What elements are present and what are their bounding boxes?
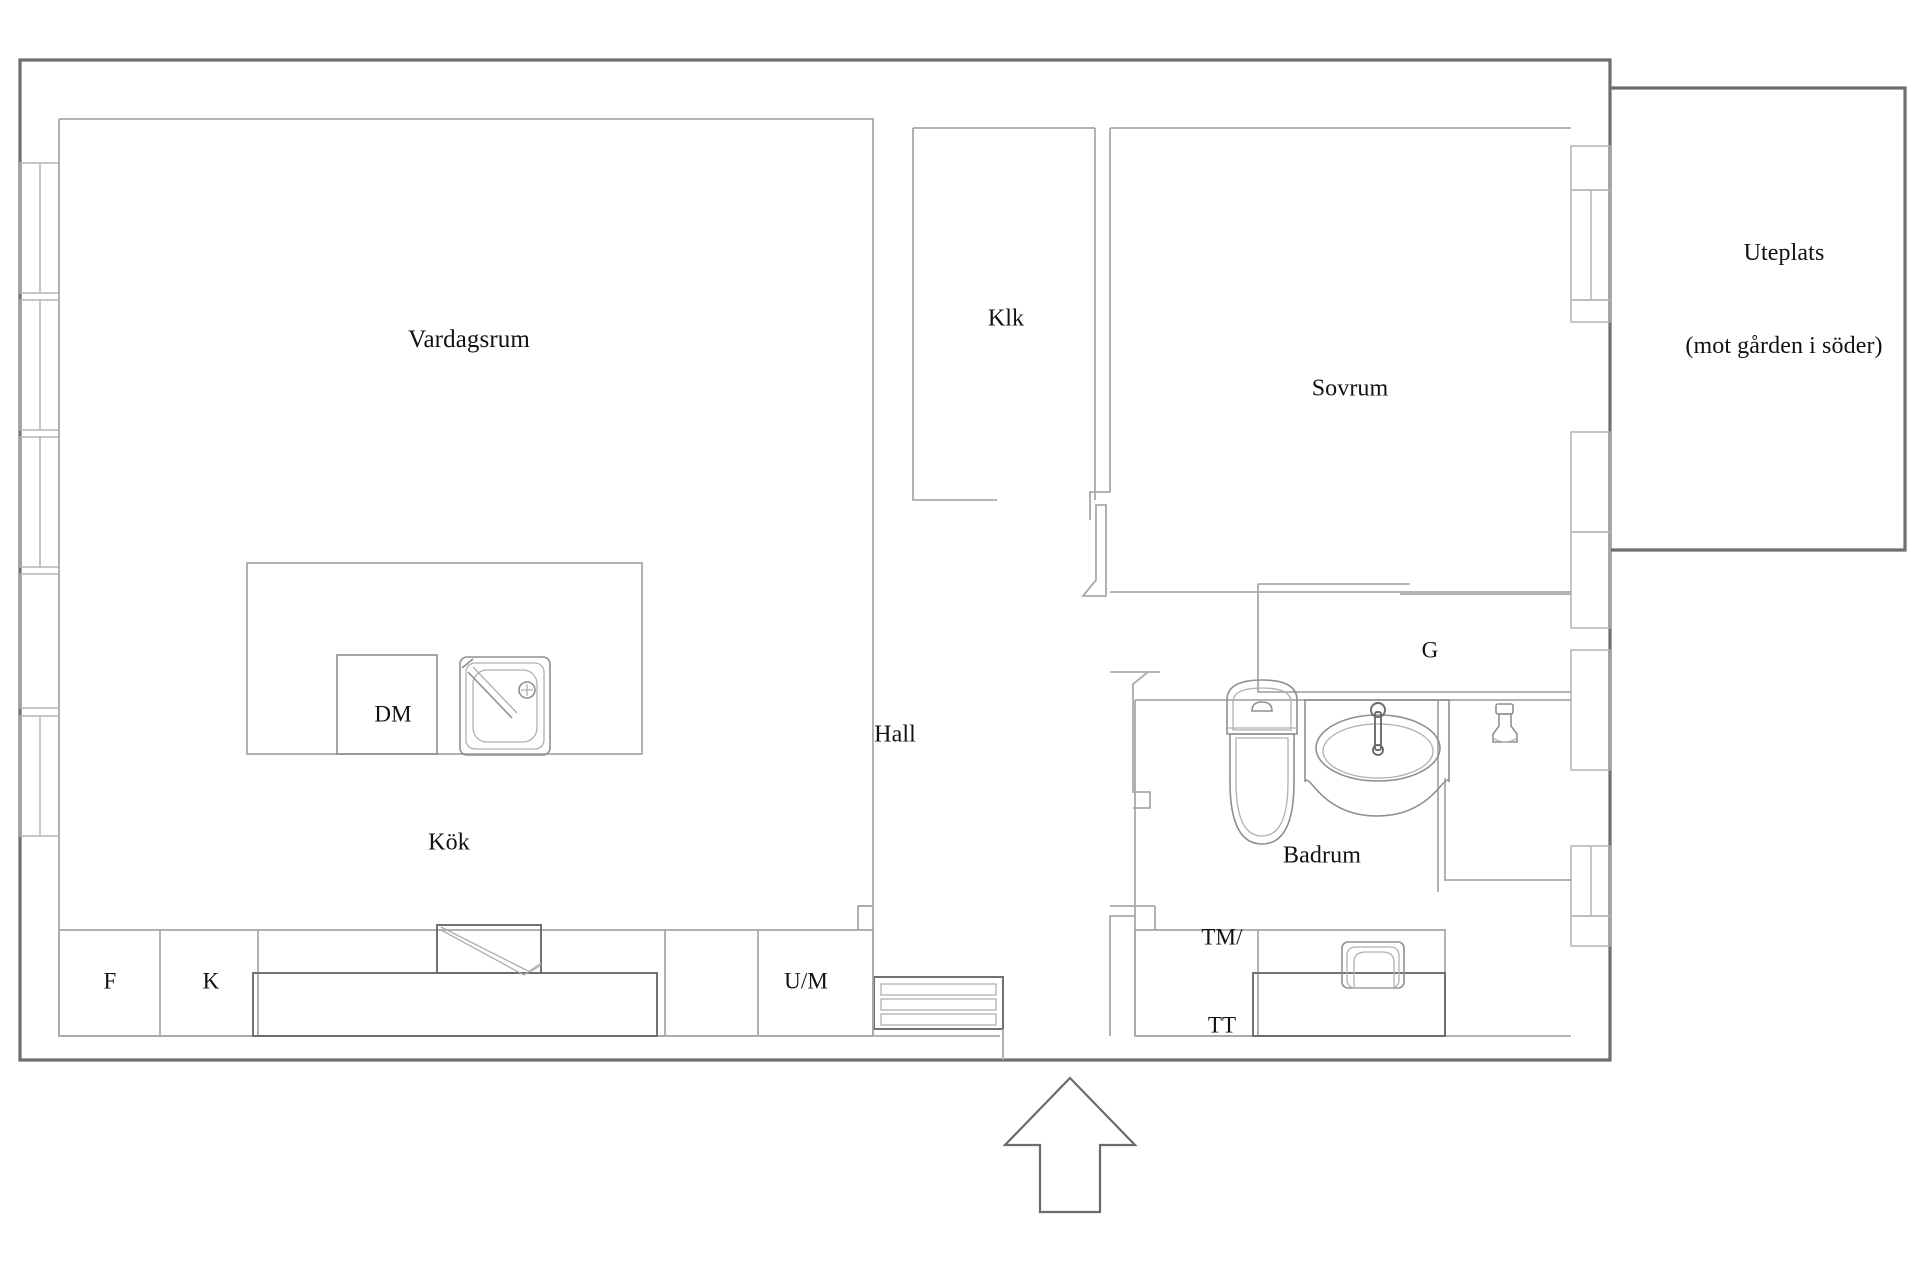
kitchen-island (246, 562, 643, 756)
appliance-label-f: F (103, 968, 117, 994)
room-label-badrum: Badrum (1283, 842, 1361, 869)
appliance-label-k: K (202, 968, 220, 994)
room-label-vardagsrum: Vardagsrum (408, 326, 530, 353)
shower-head-fixture (1492, 703, 1518, 743)
tm-tt-line-1: TM/ (1201, 924, 1243, 950)
laundry-basin-fixture (1341, 941, 1405, 989)
hall-wall-stubs (857, 905, 1135, 930)
window-group-left (19, 162, 60, 837)
tm-tt-line-2: TT (1207, 1012, 1237, 1038)
sink-fixture (459, 656, 551, 756)
bathroom-door-jamb (1132, 671, 1151, 809)
room-label-klk: Klk (987, 305, 1025, 332)
stove-fixture (436, 924, 542, 976)
appliance-label-dm: DM (374, 701, 412, 727)
uteplats-title: Uteplats (1743, 240, 1825, 267)
outdoor-label-uteplats: Uteplats (mot gården i söder) (1685, 177, 1882, 423)
appliance-label-g: G (1421, 637, 1439, 663)
washbasin-fixture (1304, 699, 1450, 817)
interior-walls (58, 118, 1571, 1037)
appliance-label-um: U/M (784, 968, 828, 994)
room-label-sovrum: Sovrum (1311, 375, 1389, 402)
kitchen-counter-run (58, 924, 874, 1037)
entry-mat (873, 976, 1004, 1030)
laundry-run (1134, 905, 1446, 1037)
uteplats-subtitle: (mot gården i söder) (1685, 332, 1883, 359)
appliance-label-tm-tt: TM/ TT (1201, 863, 1242, 1099)
exterior-walls (18, 58, 1907, 1062)
room-label-kok: Kök (428, 829, 470, 856)
window-group-right (1570, 145, 1611, 947)
toilet-fixture (1226, 679, 1298, 845)
entrance-direction-arrow (1002, 1076, 1138, 1214)
room-label-hall: Hall (874, 721, 916, 748)
